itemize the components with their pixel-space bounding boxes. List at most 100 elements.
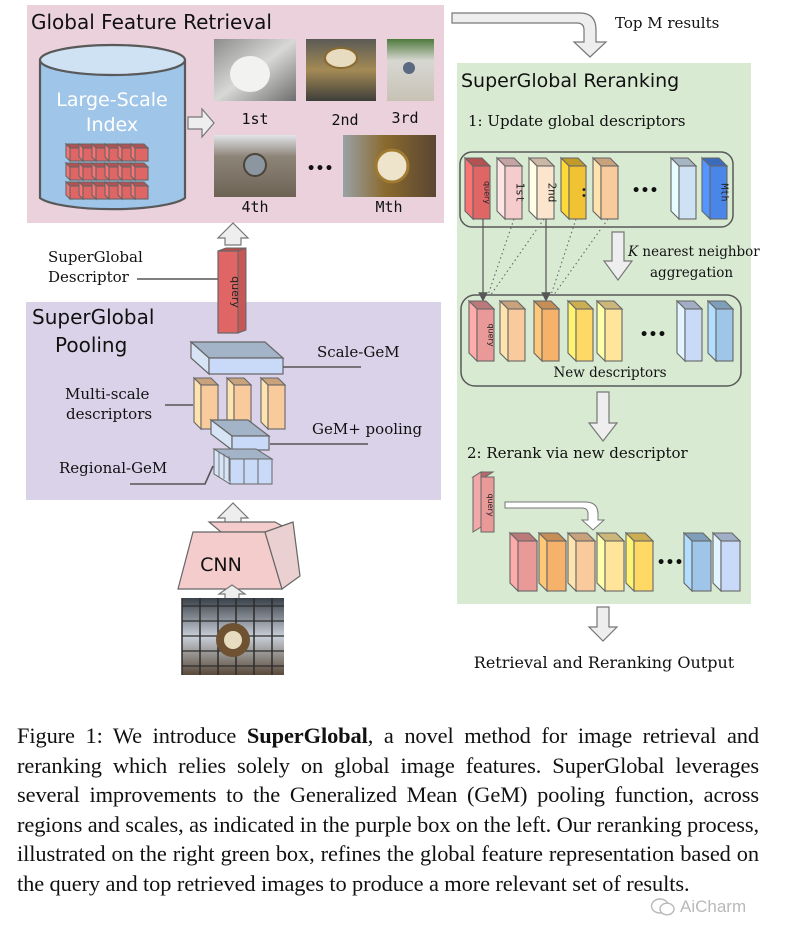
scale-gem-label: Scale-GeM	[317, 343, 400, 361]
top-m-label: Top M results	[615, 14, 719, 32]
index-label-line2: Index	[86, 114, 138, 136]
clock-icon	[374, 148, 410, 184]
arrow-right-icon	[187, 107, 215, 139]
descriptor-3-label: ••	[578, 187, 589, 199]
descriptor-1: 1st	[495, 156, 527, 221]
knn-label-line2: aggregation	[650, 265, 733, 281]
pooling-title-line1: SuperGlobal	[32, 305, 154, 329]
index-brick	[129, 142, 150, 163]
multi-scale-descriptor	[259, 376, 287, 431]
descriptor-0: query	[463, 156, 492, 221]
clock-icon	[243, 153, 267, 177]
gem-plus-slab	[209, 418, 271, 452]
regional-cell	[229, 458, 245, 485]
step1-label: 1: Update global descriptors	[468, 112, 685, 130]
regional-cell	[257, 458, 273, 485]
descriptor-2-label: 2nd	[546, 183, 559, 203]
descriptor-5	[669, 156, 698, 221]
new-descriptor-2	[532, 299, 561, 363]
wechat-icon	[650, 898, 675, 916]
rank-3rd: 3rd	[391, 109, 418, 127]
new-descriptor-6	[706, 299, 735, 363]
multi-scale-label-line1: Multi-scale	[65, 385, 150, 403]
row3-ellipsis: •••	[657, 555, 684, 571]
rank-4th: 4th	[241, 198, 268, 216]
polar-bear-shape	[230, 56, 270, 92]
reranked-descriptor-row: •••	[508, 531, 742, 593]
knn-connection-lines	[478, 218, 609, 302]
multi-scale-descriptor	[225, 376, 253, 431]
knn-text: nearest neighbor	[638, 244, 760, 260]
arrow-down-icon	[587, 391, 619, 442]
database-cylinder-icon: Large-Scale Index	[38, 43, 187, 211]
top-m-arrow-icon	[451, 12, 608, 58]
multi-scale-label-line2: descriptors	[66, 405, 152, 423]
superglobal-diagram: Global Feature Retrieval Large-Scale Ind…	[26, 5, 760, 675]
cnn-block: CNN	[177, 521, 301, 590]
descriptor-label-line1: SuperGlobal	[48, 248, 143, 266]
multi-scale-descriptors	[192, 376, 287, 431]
new-descriptor-1	[498, 299, 527, 363]
results-ellipsis: •••	[307, 161, 334, 177]
new-descriptors-group	[460, 294, 742, 387]
new-descriptor-row: query •••	[467, 299, 735, 363]
reranked-descriptor-2	[566, 531, 597, 593]
query-descriptor-bar: query	[217, 247, 247, 334]
new-descriptor-4	[595, 299, 624, 363]
reranking-title: SuperGlobal Reranking	[461, 70, 679, 92]
multi-scale-descriptor	[192, 376, 220, 431]
knn-k: K	[627, 244, 639, 260]
new-descriptor-3	[566, 299, 595, 363]
watermark-text: AiCharm	[680, 897, 747, 916]
index-label-line1: Large-Scale	[56, 89, 167, 111]
index-descriptor-blocks	[64, 142, 150, 201]
top-m-descriptors-group	[459, 151, 734, 228]
new-descriptor-0: query	[467, 299, 496, 363]
new-descriptor-5	[675, 299, 704, 363]
retrieval-title: Global Feature Retrieval	[31, 10, 272, 34]
gem-plus-label: GeM+ pooling	[312, 420, 422, 438]
pooling-title-line2: Pooling	[55, 333, 127, 357]
descriptor-2: 2nd	[527, 156, 559, 221]
descriptor-6-label: Mth	[719, 183, 730, 201]
reranked-descriptor-6	[711, 531, 742, 593]
rank-1st: 1st	[241, 110, 268, 128]
descriptor-1-label: 1st	[514, 183, 527, 203]
caption-method-name: SuperGlobal	[246, 723, 368, 748]
rank-2nd: 2nd	[331, 111, 358, 129]
reranked-descriptor-3	[595, 531, 626, 593]
reranked-descriptor-5	[682, 531, 713, 593]
step2-label: 2: Rerank via new descriptor	[467, 444, 689, 462]
caption-body: , a novel method for image retrieval and…	[17, 723, 759, 896]
new-descriptors-label: New descriptors	[553, 365, 666, 381]
rerank-query-bar: query	[471, 471, 495, 533]
index-brick	[129, 180, 150, 201]
scale-gem-slab	[189, 340, 285, 376]
query-bar-label: query	[229, 276, 242, 308]
index-brick	[129, 161, 150, 182]
arrow-down-icon	[587, 606, 619, 642]
global-feature-retrieval-box: Global Feature Retrieval Large-Scale Ind…	[27, 5, 444, 223]
descriptor-6: Mth	[700, 156, 730, 221]
new-descriptor-0-label: query	[487, 323, 496, 346]
reranked-descriptor-0	[508, 531, 539, 593]
curved-arrow-icon	[504, 501, 606, 531]
descriptor-4	[591, 156, 620, 221]
superglobal-pooling-box: SuperGlobal Pooling Scale-GeM Multi-scal…	[26, 302, 441, 500]
reranked-descriptor-4	[624, 531, 655, 593]
reranked-descriptor-1	[537, 531, 568, 593]
regional-gem-label: Regional-GeM	[59, 459, 167, 477]
caption-prefix: Figure 1: We introduce	[17, 723, 247, 748]
arrow-down-icon	[602, 231, 634, 282]
rank-mth: Mth	[375, 198, 402, 216]
row2-ellipsis: •••	[640, 327, 667, 343]
clock-icon	[403, 62, 415, 74]
cnn-label: CNN	[200, 554, 242, 576]
superglobal-reranking-box: SuperGlobal Reranking 1: Update global d…	[457, 63, 760, 604]
regional-cell	[243, 458, 259, 485]
regional-gem-grid	[212, 448, 274, 485]
descriptor-0-label: query	[483, 181, 492, 204]
descriptor-label-line2: Descriptor	[48, 268, 130, 286]
watermark: AiCharm	[650, 897, 746, 917]
